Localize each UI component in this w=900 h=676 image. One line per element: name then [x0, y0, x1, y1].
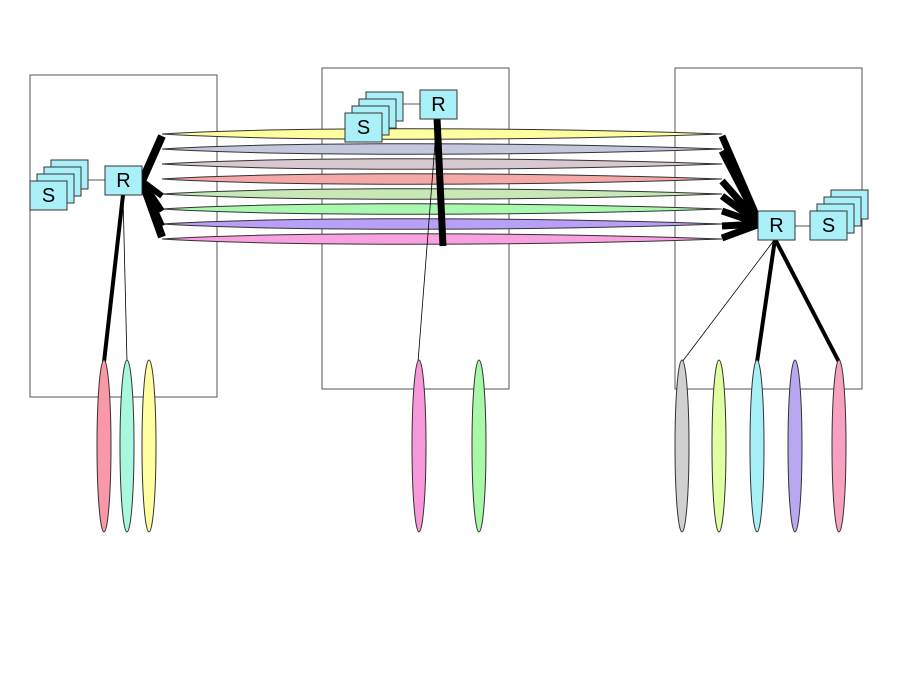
router-box: [104, 165, 143, 196]
server-label: S: [42, 185, 55, 207]
server-stack-right: S: [809, 189, 869, 241]
server-box: [809, 210, 848, 241]
server-label: S: [822, 215, 835, 237]
backbone-tunnel: [161, 143, 723, 155]
server-label: S: [357, 117, 370, 139]
local-group-ellipse: [119, 359, 135, 533]
local-group-ellipse: [749, 359, 765, 533]
router-right: R: [757, 210, 796, 241]
router-middle: R: [419, 89, 458, 120]
link-thick: [720, 220, 762, 242]
nodes: S R S R R S: [29, 89, 869, 241]
link-thick: [139, 179, 165, 228]
local-group-ellipse: [674, 359, 690, 533]
site-box-right: [674, 67, 863, 390]
router-label: R: [769, 215, 783, 237]
links: [85, 103, 841, 363]
link-thick: [102, 194, 125, 363]
local-group-ellipse: [96, 359, 112, 533]
server-box: [344, 112, 383, 143]
local-group-ellipse: [831, 359, 847, 533]
server-stack-left: S: [29, 159, 89, 211]
local-group-ellipse: [711, 359, 727, 533]
local-group-ellipse: [141, 359, 157, 533]
router-box: [419, 89, 458, 120]
link-thick: [138, 134, 166, 183]
router-label: R: [431, 94, 445, 116]
link-thick: [755, 238, 777, 363]
server-box: [29, 180, 68, 211]
link-thin: [122, 194, 128, 363]
site-box-left: [29, 74, 218, 398]
link-thick: [433, 117, 447, 247]
local-group-ellipse: [471, 359, 487, 533]
backbone-tunnel: [161, 128, 723, 140]
link-thick: [773, 238, 841, 363]
link-thin: [417, 117, 438, 363]
local-groups: [96, 359, 847, 533]
router-box: [757, 210, 796, 241]
router-left: R: [104, 165, 143, 196]
link-thin: [681, 238, 776, 363]
router-label: R: [116, 170, 130, 192]
server-stack-middle: S: [344, 91, 404, 143]
local-group-ellipse: [787, 359, 803, 533]
local-group-ellipse: [411, 359, 427, 533]
